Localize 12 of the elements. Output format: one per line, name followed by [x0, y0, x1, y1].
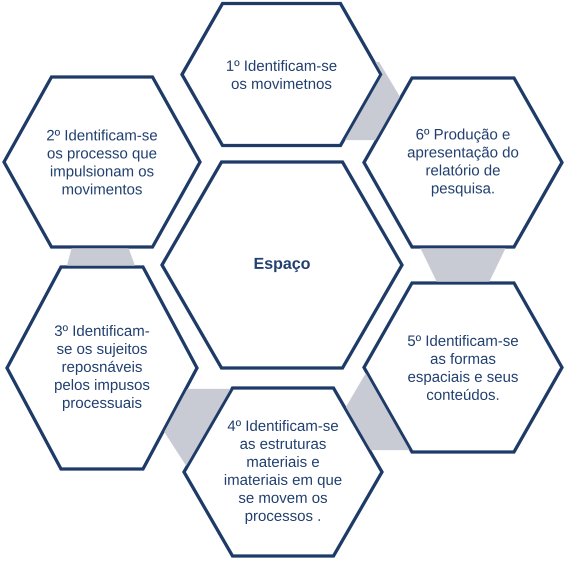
connector-band	[346, 373, 410, 450]
hexagon: Espaço	[160, 160, 404, 370]
connector-band	[164, 388, 230, 466]
hexagon: 2º Identificam-se os processo que impulsionam os movimentos	[2, 75, 202, 249]
connector-band	[345, 62, 400, 140]
hexagon: 3º Identificam-se os sujeitos reposnáveis pelos impusos processuais	[5, 265, 199, 471]
connector-band	[66, 248, 135, 266]
hexagon: 6º Produção e apresentação do relatório de pesquisa.	[362, 76, 564, 249]
hexagon: 5º Identificam-se as formas espaciais e seus conteúdos.	[362, 281, 564, 454]
connector-band	[420, 248, 506, 282]
hexagon: 4º Identificam-se as estruturas materiais e imateriais em que se movem os processos .	[182, 386, 384, 558]
hexagon: 1º Identificam-se os movimetnos	[180, 2, 383, 148]
